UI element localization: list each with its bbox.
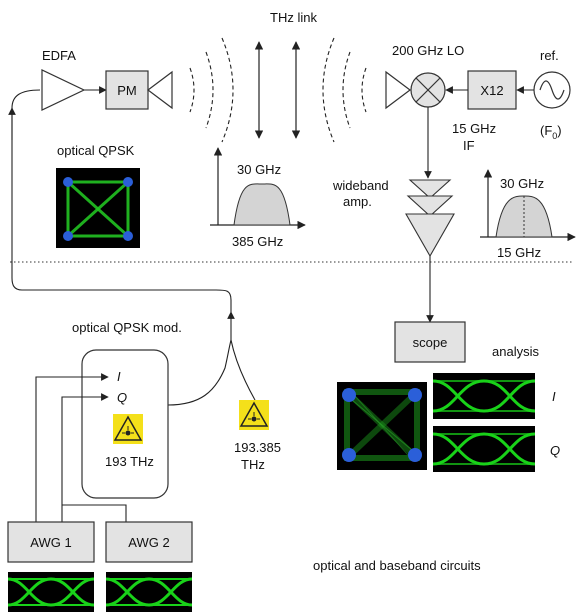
pm-label: PM (117, 83, 137, 98)
awg1-eye-diagram (7, 572, 95, 612)
eye-diagram-q (432, 426, 536, 472)
laser-1-icon (113, 414, 143, 444)
wideband-amplifier-icon (405, 179, 455, 258)
analysis-label: analysis (492, 344, 539, 359)
scope-label: scope (413, 335, 448, 350)
tx-wave-1 (189, 67, 195, 113)
rx-horn-antenna-icon (385, 70, 411, 110)
if-freq-label: 15 GHz (452, 121, 496, 136)
modulator-title: optical QPSK mod. (72, 320, 182, 335)
out-q-label: Q (550, 443, 560, 458)
awg2-label: AWG 2 (128, 535, 169, 550)
optical-qpsk-label: optical QPSK (57, 143, 135, 158)
if-label: IF (463, 138, 475, 153)
amp-label: amp. (343, 194, 372, 209)
spectrum1-top-label: 30 GHz (237, 162, 281, 177)
rx-wave-2 (342, 51, 351, 129)
laser-2-icon (239, 400, 269, 430)
laser2-unit-label: THz (241, 457, 265, 472)
f0-label: (F0) (540, 123, 562, 141)
spectrum1-bottom-label: 385 GHz (232, 234, 283, 249)
wideband-label: wideband (332, 178, 389, 193)
rx-wave-1 (361, 67, 367, 113)
lo-label: 200 GHz LO (392, 43, 464, 58)
tx-wave-2 (205, 51, 214, 129)
rx-wave-3 (322, 37, 335, 143)
x12-label: X12 (480, 83, 503, 98)
awg1-to-i-wire (35, 373, 109, 522)
modulator-to-coupler (167, 339, 232, 406)
tx-horn-antenna-icon (147, 70, 173, 110)
scope-box (394, 321, 466, 363)
received-constellation (337, 382, 427, 470)
edfa-amplifier-icon (41, 69, 86, 111)
ref-label: ref. (540, 48, 559, 63)
awg2-eye-diagram (105, 572, 193, 612)
laser1-freq-label: 193 THz (105, 454, 154, 469)
awg1-box (7, 521, 95, 563)
optical-qpsk-constellation (56, 168, 140, 248)
spectrum2-bottom-label: 15 GHz (497, 245, 541, 260)
thz-link-label: THz link (270, 10, 317, 25)
footer-label: optical and baseband circuits (313, 558, 481, 573)
awg2-box (105, 521, 193, 563)
laser2-freq-label: 193.385 (234, 440, 281, 455)
tx-wave-3 (221, 37, 234, 143)
i-input-label: I (117, 369, 121, 384)
thz-spectrum-plot: 30 GHz 385 GHz (210, 147, 306, 249)
eye-diagram-i (432, 373, 536, 419)
laser2-to-coupler (230, 339, 256, 401)
q-input-label: Q (117, 390, 127, 405)
awg1-label: AWG 1 (30, 535, 71, 550)
fiber-to-edfa (11, 89, 232, 312)
awg2-to-q-wire-upper (61, 393, 109, 522)
x12-multiplier-box (467, 70, 517, 110)
edfa-label: EDFA (42, 48, 76, 63)
if-spectrum-plot: 30 GHz 15 GHz (480, 169, 576, 260)
spectrum2-top-label: 30 GHz (500, 176, 544, 191)
awg2-to-q-wire-lower (62, 504, 127, 522)
out-i-label: I (552, 389, 556, 404)
